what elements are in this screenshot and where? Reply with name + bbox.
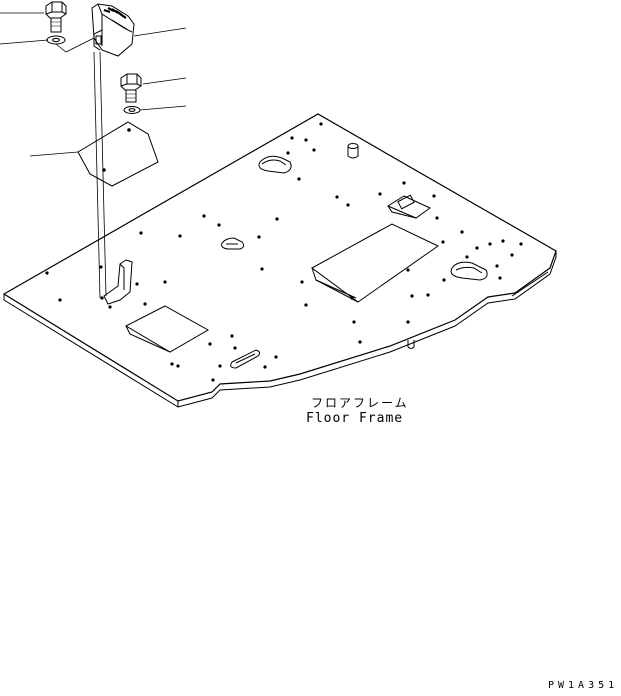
mounting-holes <box>45 122 523 382</box>
floor-slot-top <box>258 155 292 174</box>
floor-opening-square <box>124 305 210 353</box>
control-box-slots <box>103 7 127 19</box>
floor-slot-right <box>450 261 488 281</box>
floor-bracket <box>103 259 133 305</box>
floor-slot-mid <box>221 237 245 250</box>
floor-boss <box>347 143 359 159</box>
mounting-stud <box>407 340 415 349</box>
cover-plate <box>77 121 159 187</box>
washer-top-left <box>46 35 66 45</box>
floor-frame-plate <box>2 113 557 408</box>
assembly-lines <box>93 51 107 299</box>
control-box <box>91 3 135 57</box>
bolt-top-left <box>45 1 67 33</box>
floor-frame-label-en: Floor Frame <box>306 411 404 426</box>
floor-slot-right-top <box>386 194 431 219</box>
leader-lines <box>0 12 187 157</box>
floor-frame-label-jp: フロアフレーム <box>311 396 409 410</box>
floor-opening-large <box>311 223 439 303</box>
drawing-code: PW1A351 <box>548 680 619 691</box>
bolt-middle <box>120 73 142 103</box>
floor-slot-bottom <box>230 349 261 369</box>
washer-middle <box>123 106 141 114</box>
